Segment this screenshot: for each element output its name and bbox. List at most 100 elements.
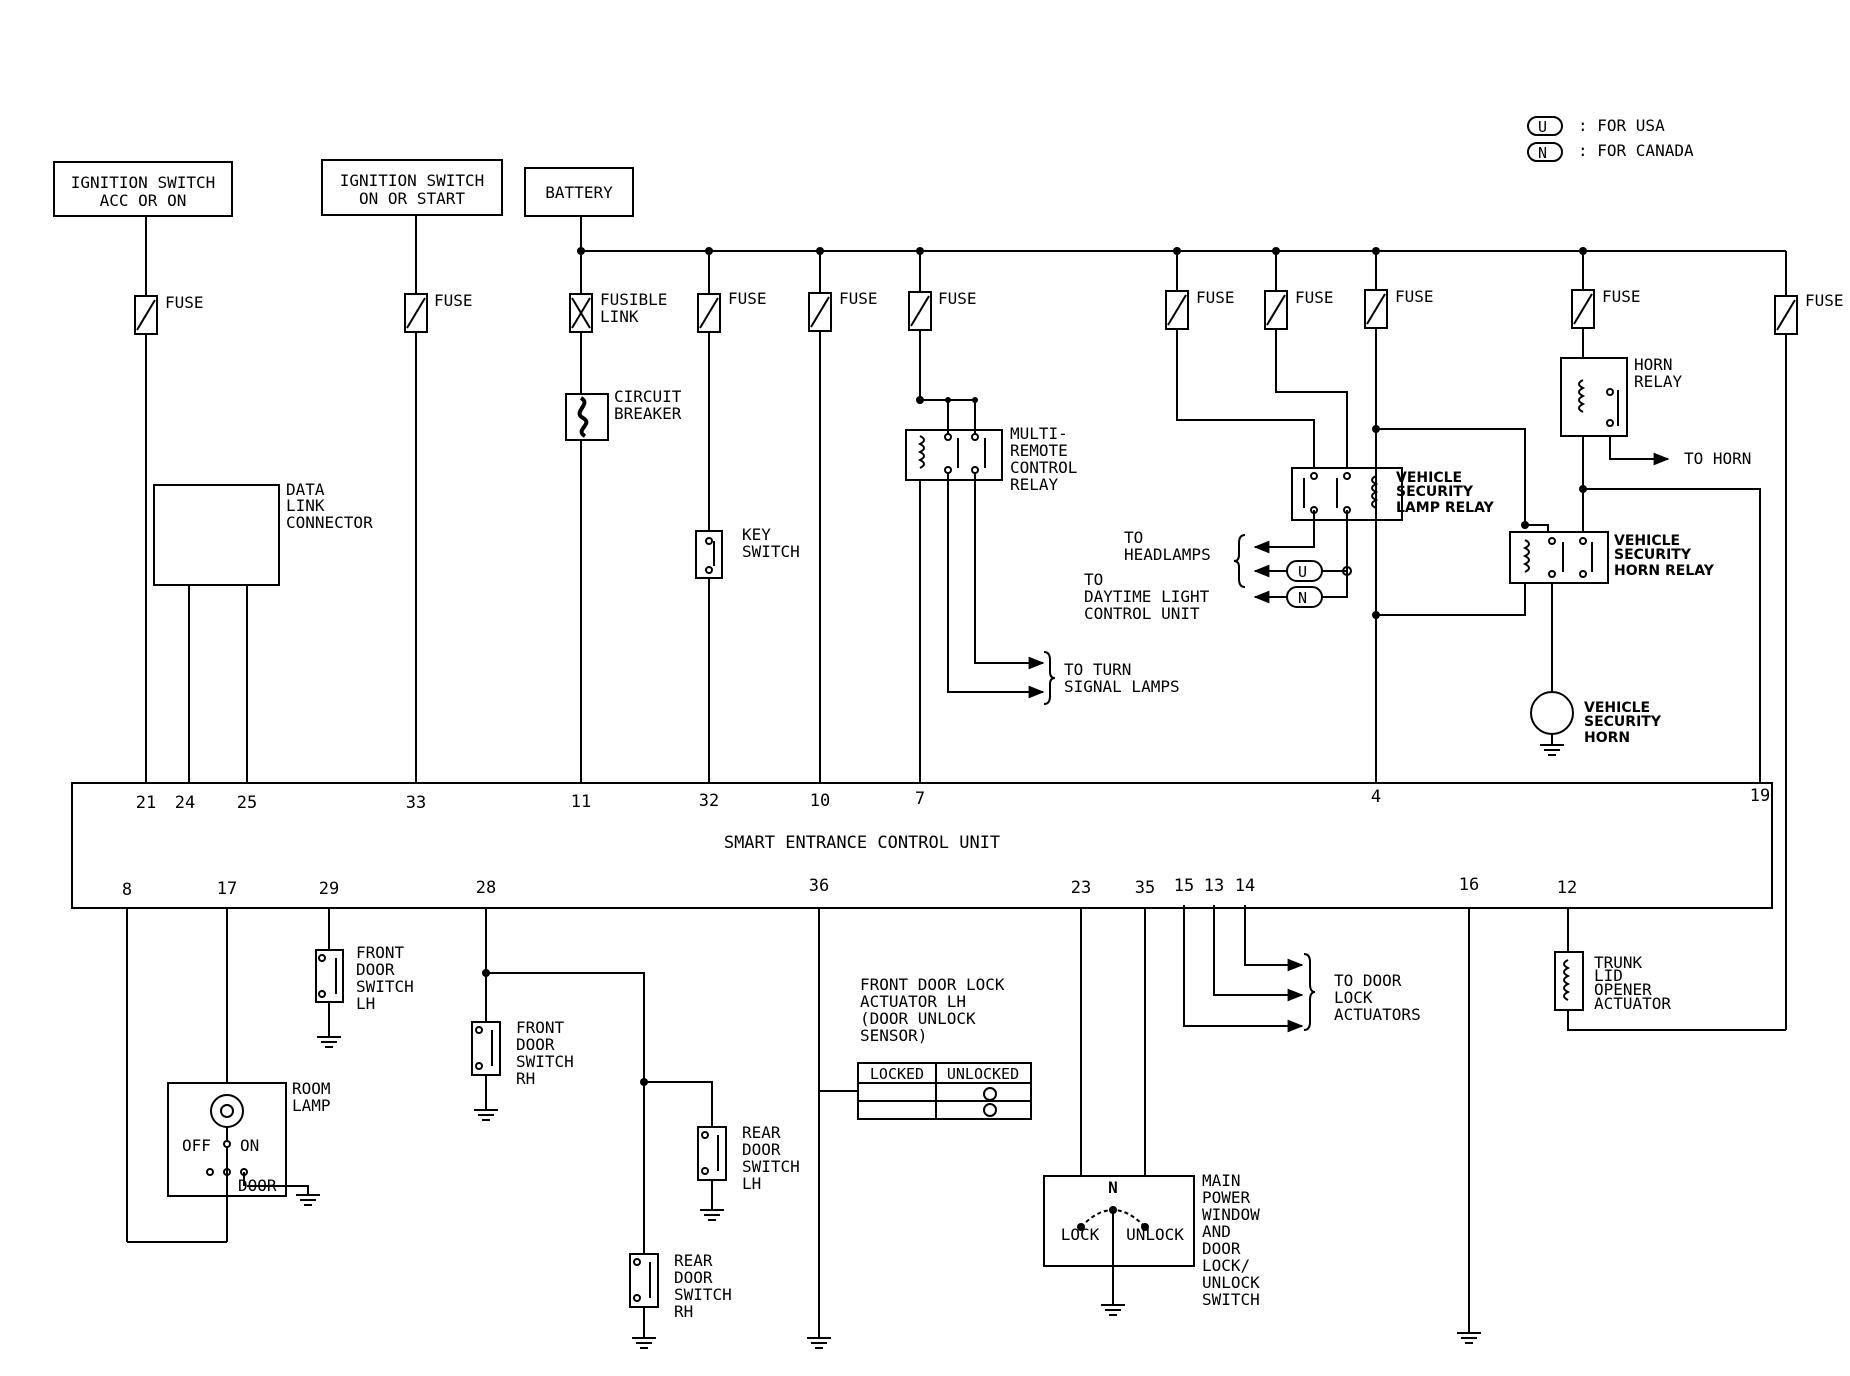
svg-text:VEHICLE: VEHICLE bbox=[1614, 533, 1680, 549]
trunk-lid-opener-actuator: TRUNK LID OPENER ACTUATOR bbox=[1554, 908, 1786, 1031]
svg-text:OPENER: OPENER bbox=[1594, 980, 1652, 999]
circuit-breaker: CIRCUIT BREAKER bbox=[565, 387, 682, 441]
svg-text:FUSE: FUSE bbox=[839, 289, 878, 308]
ignition-switch-start-box: IGNITION SWITCH ON OR START bbox=[321, 159, 503, 216]
svg-text:CONNECTOR: CONNECTOR bbox=[286, 513, 373, 532]
door-lock-actuator-outputs: TO DOOR LOCK ACTUATORS bbox=[1183, 905, 1421, 1033]
front-door-lock-actuator: LOCKED UNLOCKED FRONT DOOR LOCK ACTUATOR… bbox=[807, 908, 1032, 1349]
ignition-switch-acc-box: IGNITION SWITCH ACC OR ON bbox=[53, 161, 233, 217]
svg-text:SWITCH: SWITCH bbox=[1202, 1290, 1260, 1309]
svg-text:RH: RH bbox=[674, 1302, 693, 1321]
svg-text:FUSIBLE: FUSIBLE bbox=[600, 290, 667, 309]
svg-text:SENSOR): SENSOR) bbox=[860, 1026, 927, 1045]
svg-text:WINDOW: WINDOW bbox=[1202, 1205, 1260, 1224]
svg-text:FUSE: FUSE bbox=[728, 289, 767, 308]
svg-text:CIRCUIT: CIRCUIT bbox=[614, 387, 682, 406]
svg-text:ACTUATORS: ACTUATORS bbox=[1334, 1005, 1421, 1024]
svg-text:SIGNAL LAMPS: SIGNAL LAMPS bbox=[1064, 677, 1180, 696]
svg-text:KEY: KEY bbox=[742, 525, 771, 544]
svg-text:TRUNK: TRUNK bbox=[1594, 953, 1643, 972]
front-door-switch-lh: FRONT DOOR SWITCH LH bbox=[315, 908, 414, 1048]
svg-text:ROOM: ROOM bbox=[292, 1079, 331, 1098]
svg-text:DOOR: DOOR bbox=[674, 1268, 713, 1287]
svg-text:HEADLAMPS: HEADLAMPS bbox=[1124, 545, 1211, 564]
svg-text:ON: ON bbox=[240, 1136, 259, 1155]
svg-text:DOOR: DOOR bbox=[742, 1140, 781, 1159]
svg-text:RELAY: RELAY bbox=[1010, 475, 1059, 494]
legend-usa: : FOR USA bbox=[1578, 116, 1665, 135]
svg-text:SWITCH: SWITCH bbox=[516, 1052, 574, 1071]
svg-text:LH: LH bbox=[742, 1174, 761, 1193]
key-switch: KEY SWITCH bbox=[695, 525, 800, 579]
pin-16: 16 bbox=[1459, 875, 1479, 895]
pin-7: 7 bbox=[915, 789, 925, 809]
svg-text:LINK: LINK bbox=[600, 307, 639, 326]
svg-text:ON OR START: ON OR START bbox=[359, 189, 465, 208]
svg-text:CONTROL UNIT: CONTROL UNIT bbox=[1084, 604, 1200, 623]
vehicle-security-horn-relay: VEHICLE SECURITY HORN RELAY bbox=[1509, 521, 1715, 692]
svg-text:N: N bbox=[1298, 589, 1307, 607]
pin-12: 12 bbox=[1557, 878, 1577, 898]
svg-text:FUSE: FUSE bbox=[434, 291, 473, 310]
svg-text:AND: AND bbox=[1202, 1222, 1231, 1241]
svg-text:TO: TO bbox=[1084, 570, 1103, 589]
svg-text:ACTUATOR LH: ACTUATOR LH bbox=[860, 992, 966, 1011]
fuse-7: FUSE bbox=[908, 289, 977, 331]
svg-text:FUSE: FUSE bbox=[938, 289, 977, 308]
vehicle-security-lamp-relay: VEHICLE SECURITY LAMP RELAY U N TO HEADL… bbox=[1084, 329, 1495, 623]
pin-24: 24 bbox=[175, 793, 195, 813]
svg-text:FRONT DOOR LOCK: FRONT DOOR LOCK bbox=[860, 975, 1005, 994]
svg-text:BREAKER: BREAKER bbox=[614, 404, 682, 423]
svg-text:U: U bbox=[1538, 118, 1547, 136]
svg-text:BATTERY: BATTERY bbox=[545, 183, 613, 202]
fuse-lamp-relay-b: FUSE bbox=[1264, 251, 1334, 330]
svg-text:TO HORN: TO HORN bbox=[1684, 449, 1751, 468]
svg-text:U: U bbox=[1298, 563, 1307, 581]
pin-36: 36 bbox=[809, 876, 829, 896]
pin16-ground bbox=[1457, 908, 1481, 1344]
svg-text:FUSE: FUSE bbox=[165, 293, 204, 312]
svg-text:TO TURN: TO TURN bbox=[1064, 660, 1131, 679]
pin-13: 13 bbox=[1204, 876, 1224, 896]
fuse-4: FUSE bbox=[1364, 251, 1434, 329]
smart-entrance-control-unit: SMART ENTRANCE CONTROL UNIT 21 24 25 33 … bbox=[71, 782, 1773, 909]
pin-32: 32 bbox=[699, 791, 719, 811]
door-switch-pin28-wiring bbox=[482, 908, 713, 1254]
rear-door-switch-lh: REAR DOOR SWITCH LH bbox=[697, 1123, 800, 1221]
fuse-ign-acc: FUSE bbox=[134, 293, 204, 335]
svg-text:SWITCH: SWITCH bbox=[356, 977, 414, 996]
svg-text:REAR: REAR bbox=[742, 1123, 781, 1142]
svg-text:SECURITY: SECURITY bbox=[1614, 547, 1692, 563]
svg-text:HORN: HORN bbox=[1584, 730, 1630, 746]
fuse-10: FUSE bbox=[808, 289, 878, 332]
svg-text:TO: TO bbox=[1124, 528, 1143, 547]
svg-text:SECURITY: SECURITY bbox=[1396, 484, 1474, 500]
front-door-switch-rh: FRONT DOOR SWITCH RH bbox=[471, 1018, 574, 1121]
svg-text:LOCK: LOCK bbox=[1334, 988, 1373, 1007]
svg-text:SWITCH: SWITCH bbox=[742, 1157, 800, 1176]
vehicle-security-horn: VEHICLE SECURITY HORN bbox=[1530, 691, 1662, 756]
svg-text:IGNITION SWITCH: IGNITION SWITCH bbox=[340, 171, 485, 190]
pin-14: 14 bbox=[1235, 876, 1255, 896]
horn-relay: HORN RELAY TO HORN bbox=[1560, 328, 1761, 783]
svg-text:REAR: REAR bbox=[674, 1251, 713, 1270]
svg-text:DOOR: DOOR bbox=[516, 1035, 555, 1054]
svg-text:VEHICLE: VEHICLE bbox=[1584, 700, 1650, 716]
svg-text:FUSE: FUSE bbox=[1395, 287, 1434, 306]
battery-box: BATTERY bbox=[524, 167, 634, 217]
svg-text:(DOOR UNLOCK: (DOOR UNLOCK bbox=[860, 1009, 976, 1028]
svg-text:LAMP RELAY: LAMP RELAY bbox=[1396, 500, 1495, 516]
svg-text:FUSE: FUSE bbox=[1602, 287, 1641, 306]
svg-text:UNLOCK: UNLOCK bbox=[1126, 1225, 1184, 1244]
svg-text:FUSE: FUSE bbox=[1805, 291, 1844, 310]
pin-21: 21 bbox=[136, 793, 156, 813]
svg-text:ACTUATOR: ACTUATOR bbox=[1594, 994, 1671, 1013]
svg-text:RH: RH bbox=[516, 1069, 535, 1088]
fusible-link: FUSIBLE LINK bbox=[569, 251, 667, 333]
control-unit-name: SMART ENTRANCE CONTROL UNIT bbox=[724, 833, 1000, 853]
pin-25: 25 bbox=[237, 793, 257, 813]
svg-text:OFF: OFF bbox=[182, 1136, 211, 1155]
svg-text:FRONT: FRONT bbox=[356, 943, 405, 962]
svg-text:ACC OR ON: ACC OR ON bbox=[100, 191, 187, 210]
